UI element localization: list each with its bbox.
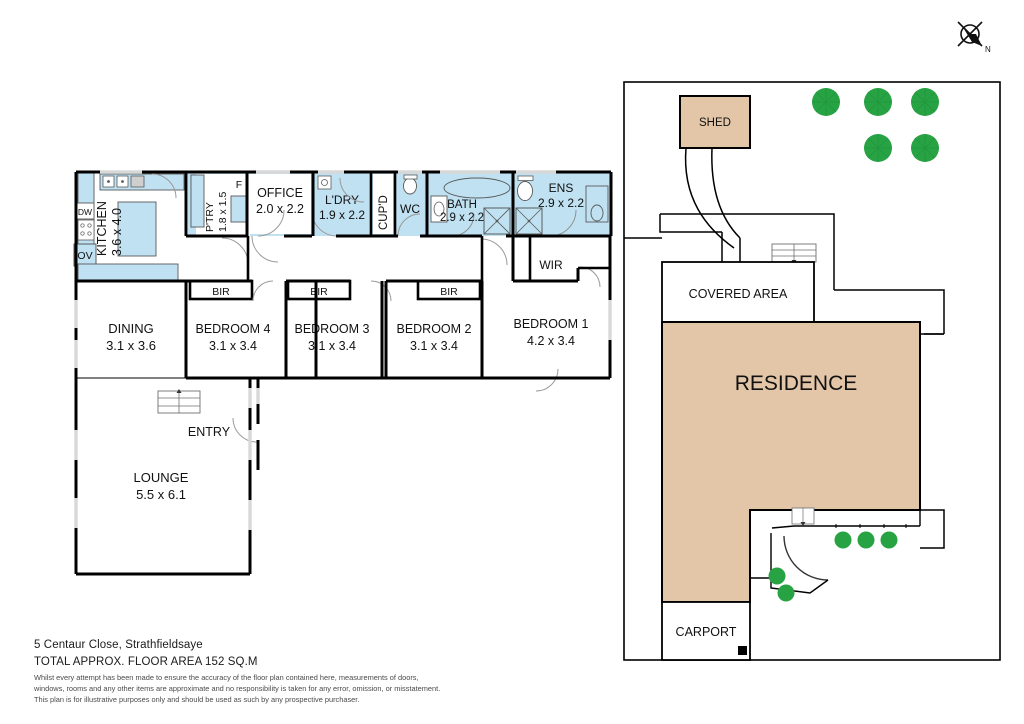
room-dining-name: DINING (108, 321, 154, 336)
room-ensuite-name: ENS (549, 181, 574, 195)
room-bedroom2-dims: 3.1 x 3.4 (410, 339, 458, 353)
shrub-icon (777, 584, 795, 602)
bath-fixtures (430, 177, 511, 237)
room-bedroom3-dims: 3.1 x 3.4 (308, 339, 356, 353)
room-laundry-name: L'DRY (325, 193, 359, 207)
shrub-icon (880, 531, 898, 549)
tree-icon (864, 88, 892, 116)
total-floor-area: TOTAL APPROX. FLOOR AREA 152 SQ.M (34, 655, 258, 668)
carport-marker (738, 646, 747, 655)
room-lounge-dims: 5.5 x 6.1 (136, 487, 186, 502)
compass-north-label: N (985, 45, 991, 54)
structure-residence-label: RESIDENCE (735, 372, 858, 395)
covered-area-block (661, 261, 815, 323)
room-pantry-name: P'TRY (204, 202, 216, 232)
room-bath-dims: 2.9 x 2.2 (440, 212, 484, 224)
room-wir-name: WIR (539, 258, 563, 272)
site-step (771, 243, 817, 264)
bir-bedroom2-label: BIR (440, 286, 458, 298)
footer-block: 5 Centaur Close, Strathfieldsaye TOTAL A… (34, 638, 554, 706)
site-plan: SHED (623, 81, 1001, 661)
disclaimer-line-1: Whilst every attempt has been made to en… (34, 673, 419, 683)
appliance-dishwasher-label: DW (78, 207, 92, 217)
patio-step (791, 507, 815, 526)
laundry-fixtures (317, 175, 332, 190)
shed-block (679, 95, 751, 149)
disclaimer-line-2: windows, rooms and any other items are a… (34, 684, 441, 694)
shrub-icon (834, 531, 852, 549)
pantry-fixtures (190, 174, 250, 236)
room-bedroom2-name: BEDROOM 2 (396, 322, 471, 336)
structure-covered-area-label: COVERED AREA (689, 287, 788, 301)
carport-block (661, 601, 751, 661)
shrub-icon (768, 567, 786, 585)
appliance-oven-label: OV (77, 250, 92, 262)
room-bedroom4-name: BEDROOM 4 (195, 322, 270, 336)
room-entry-name: ENTRY (188, 425, 231, 439)
tree-icon (812, 88, 840, 116)
kitchen-fixtures (73, 171, 185, 283)
structure-carport-label: CARPORT (676, 625, 737, 639)
property-address: 5 Centaur Close, Strathfieldsaye (34, 639, 203, 651)
room-bedroom4-dims: 3.1 x 3.4 (209, 339, 257, 353)
tree-group (812, 88, 939, 162)
room-fridge-name: F (236, 179, 242, 191)
entry-step (157, 389, 201, 414)
room-laundry-dims: 1.9 x 2.2 (319, 208, 365, 222)
room-pantry-dims: 1.8 x 1.5 (217, 192, 229, 232)
compass-rose: N (957, 21, 991, 54)
bir-closets (188, 279, 482, 301)
ensuite-fixtures (515, 175, 609, 237)
disclaimer: Whilst every attempt has been made to en… (34, 672, 454, 705)
door-swings (151, 173, 601, 443)
room-kitchen-dims: 3.6 x 4.0 (110, 208, 124, 256)
room-lounge-name: LOUNGE (134, 470, 189, 485)
room-office-dims: 2.0 x 2.2 (256, 202, 304, 216)
bir-bedroom3-label: BIR (310, 286, 328, 298)
room-wc-name: WC (400, 202, 420, 216)
bir-bedroom4-label: BIR (212, 286, 230, 298)
disclaimer-line-3: This plan is for illustrative purposes o… (34, 695, 360, 705)
fridge-box (230, 195, 249, 223)
room-bedroom3-name: BEDROOM 3 (294, 322, 369, 336)
walls (74, 170, 613, 576)
room-bedroom1-name: BEDROOM 1 (513, 317, 588, 331)
room-kitchen-name: KITCHEN (95, 201, 109, 256)
tree-icon (911, 134, 939, 162)
room-ensuite-dims: 2.9 x 2.2 (538, 196, 584, 210)
residence-side-outline (624, 237, 945, 549)
wc-fixtures (403, 174, 418, 195)
room-bath-name: BATH (447, 199, 477, 211)
room-bedroom1-dims: 4.2 x 3.4 (527, 334, 575, 348)
structure-shed-label: SHED (699, 117, 731, 129)
tree-icon (864, 134, 892, 162)
tree-icon (911, 88, 939, 116)
room-dining-dims: 3.1 x 3.6 (106, 338, 156, 353)
room-cupboard-name: CUP'D (378, 195, 390, 230)
room-office-name: OFFICE (257, 186, 303, 200)
driveway-path (684, 147, 741, 249)
shrub-group (768, 531, 898, 602)
interior-floorplan: DW OV KITCHEN 3.6 x 4.0 P'TRY 1.8 x 1.5 … (73, 170, 613, 576)
shrub-icon (857, 531, 875, 549)
